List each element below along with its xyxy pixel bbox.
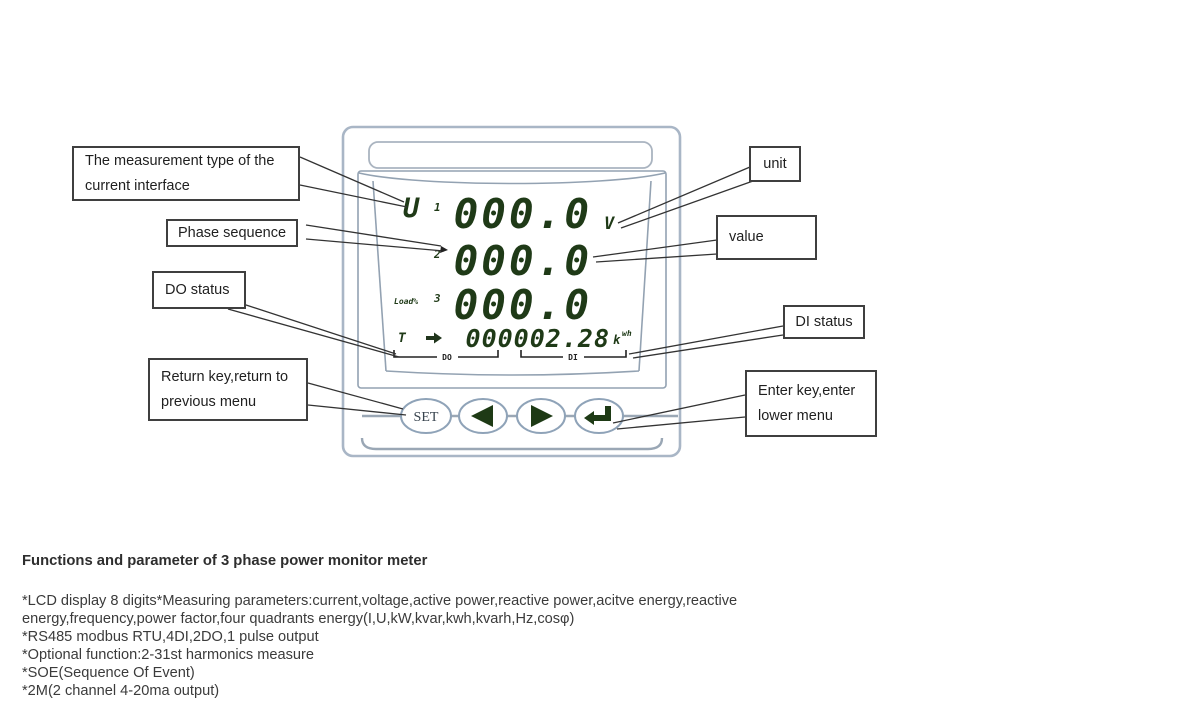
lcd-row3-value: 000.0 (454, 281, 592, 329)
meter-top-slot (368, 141, 653, 169)
callout-leader-lines (227, 156, 784, 430)
enter-arrow-icon (584, 406, 611, 425)
callout-phase-sequence: Phase sequence (166, 219, 298, 247)
do-di-indicator-bar (393, 350, 627, 358)
lcd-t-label: T (398, 331, 407, 346)
callout-enter-key-line1: Enter key,enter (758, 382, 856, 399)
description-block: Functions and parameter of 3 phase power… (22, 553, 737, 700)
lcd-energy-value: 000002.28 (466, 324, 610, 353)
di-bar-label: DI (568, 353, 578, 362)
callout-di-status: DI status (783, 305, 865, 339)
panel-bottom-edge (360, 437, 664, 451)
do-bar-label: DO (442, 353, 452, 362)
callout-return-key-line1: Return key,return to (161, 368, 289, 385)
lcd-display: U 1 000.0 V 2 000.0 Load% 3 000.0 T 0000… (393, 190, 632, 362)
callout-return-key: Return key,return to previous menu (148, 358, 308, 421)
left-arrow-icon (471, 405, 493, 427)
callout-do-status-label: DO status (165, 281, 230, 298)
callout-di-status-label: DI status (795, 313, 853, 330)
description-line: *2M(2 channel 4-20ma output) (22, 683, 220, 699)
description-line: energy,frequency,power factor,four quadr… (22, 611, 575, 627)
description-title: Functions and parameter of 3 phase power… (22, 553, 428, 569)
callout-measurement-type-line2: current interface (85, 177, 190, 194)
callout-value-label: value (729, 229, 764, 245)
set-button-label: SET (414, 410, 439, 425)
lcd-row1-value: 000.0 (454, 190, 592, 238)
description-line: *Optional function:2-31st harmonics meas… (22, 647, 315, 663)
lcd-row2-index: 2 (433, 248, 441, 261)
lcd-measurement-type: U (403, 193, 420, 224)
set-button (400, 398, 452, 434)
lcd-row3-index: 3 (433, 292, 441, 305)
callout-measurement-type: The measurement type of the current inte… (72, 146, 300, 201)
lcd-row2-value: 000.0 (454, 237, 592, 285)
lcd-load-label: Load% (394, 297, 418, 306)
description-line: *RS485 modbus RTU,4DI,2DO,1 pulse output (22, 629, 319, 645)
lcd-row1-unit: V (604, 214, 615, 234)
callout-enter-key: Enter key,enter lower menu (745, 370, 877, 437)
lcd-row1-index: 1 (434, 201, 441, 214)
callout-value: value (716, 215, 817, 260)
callout-enter-key-line2: lower menu (758, 407, 833, 424)
import-energy-icon (426, 332, 442, 344)
right-arrow-icon (531, 405, 553, 427)
callout-unit: unit (749, 146, 801, 182)
callout-do-status: DO status (152, 271, 246, 309)
callout-phase-sequence-label: Phase sequence (177, 224, 287, 241)
description-line: *SOE(Sequence Of Event) (22, 665, 195, 681)
lcd-energy-unit-k: k (613, 333, 621, 347)
description-line: *LCD display 8 digits*Measuring paramete… (22, 593, 738, 609)
lcd-energy-unit-wh: wh (622, 329, 632, 338)
display-bezel (357, 170, 667, 389)
callout-unit-label: unit (763, 155, 787, 172)
button-row: SET (362, 398, 678, 434)
callout-measurement-type-line1: The measurement type of the (85, 152, 275, 169)
callout-return-key-line2: previous menu (161, 393, 257, 410)
